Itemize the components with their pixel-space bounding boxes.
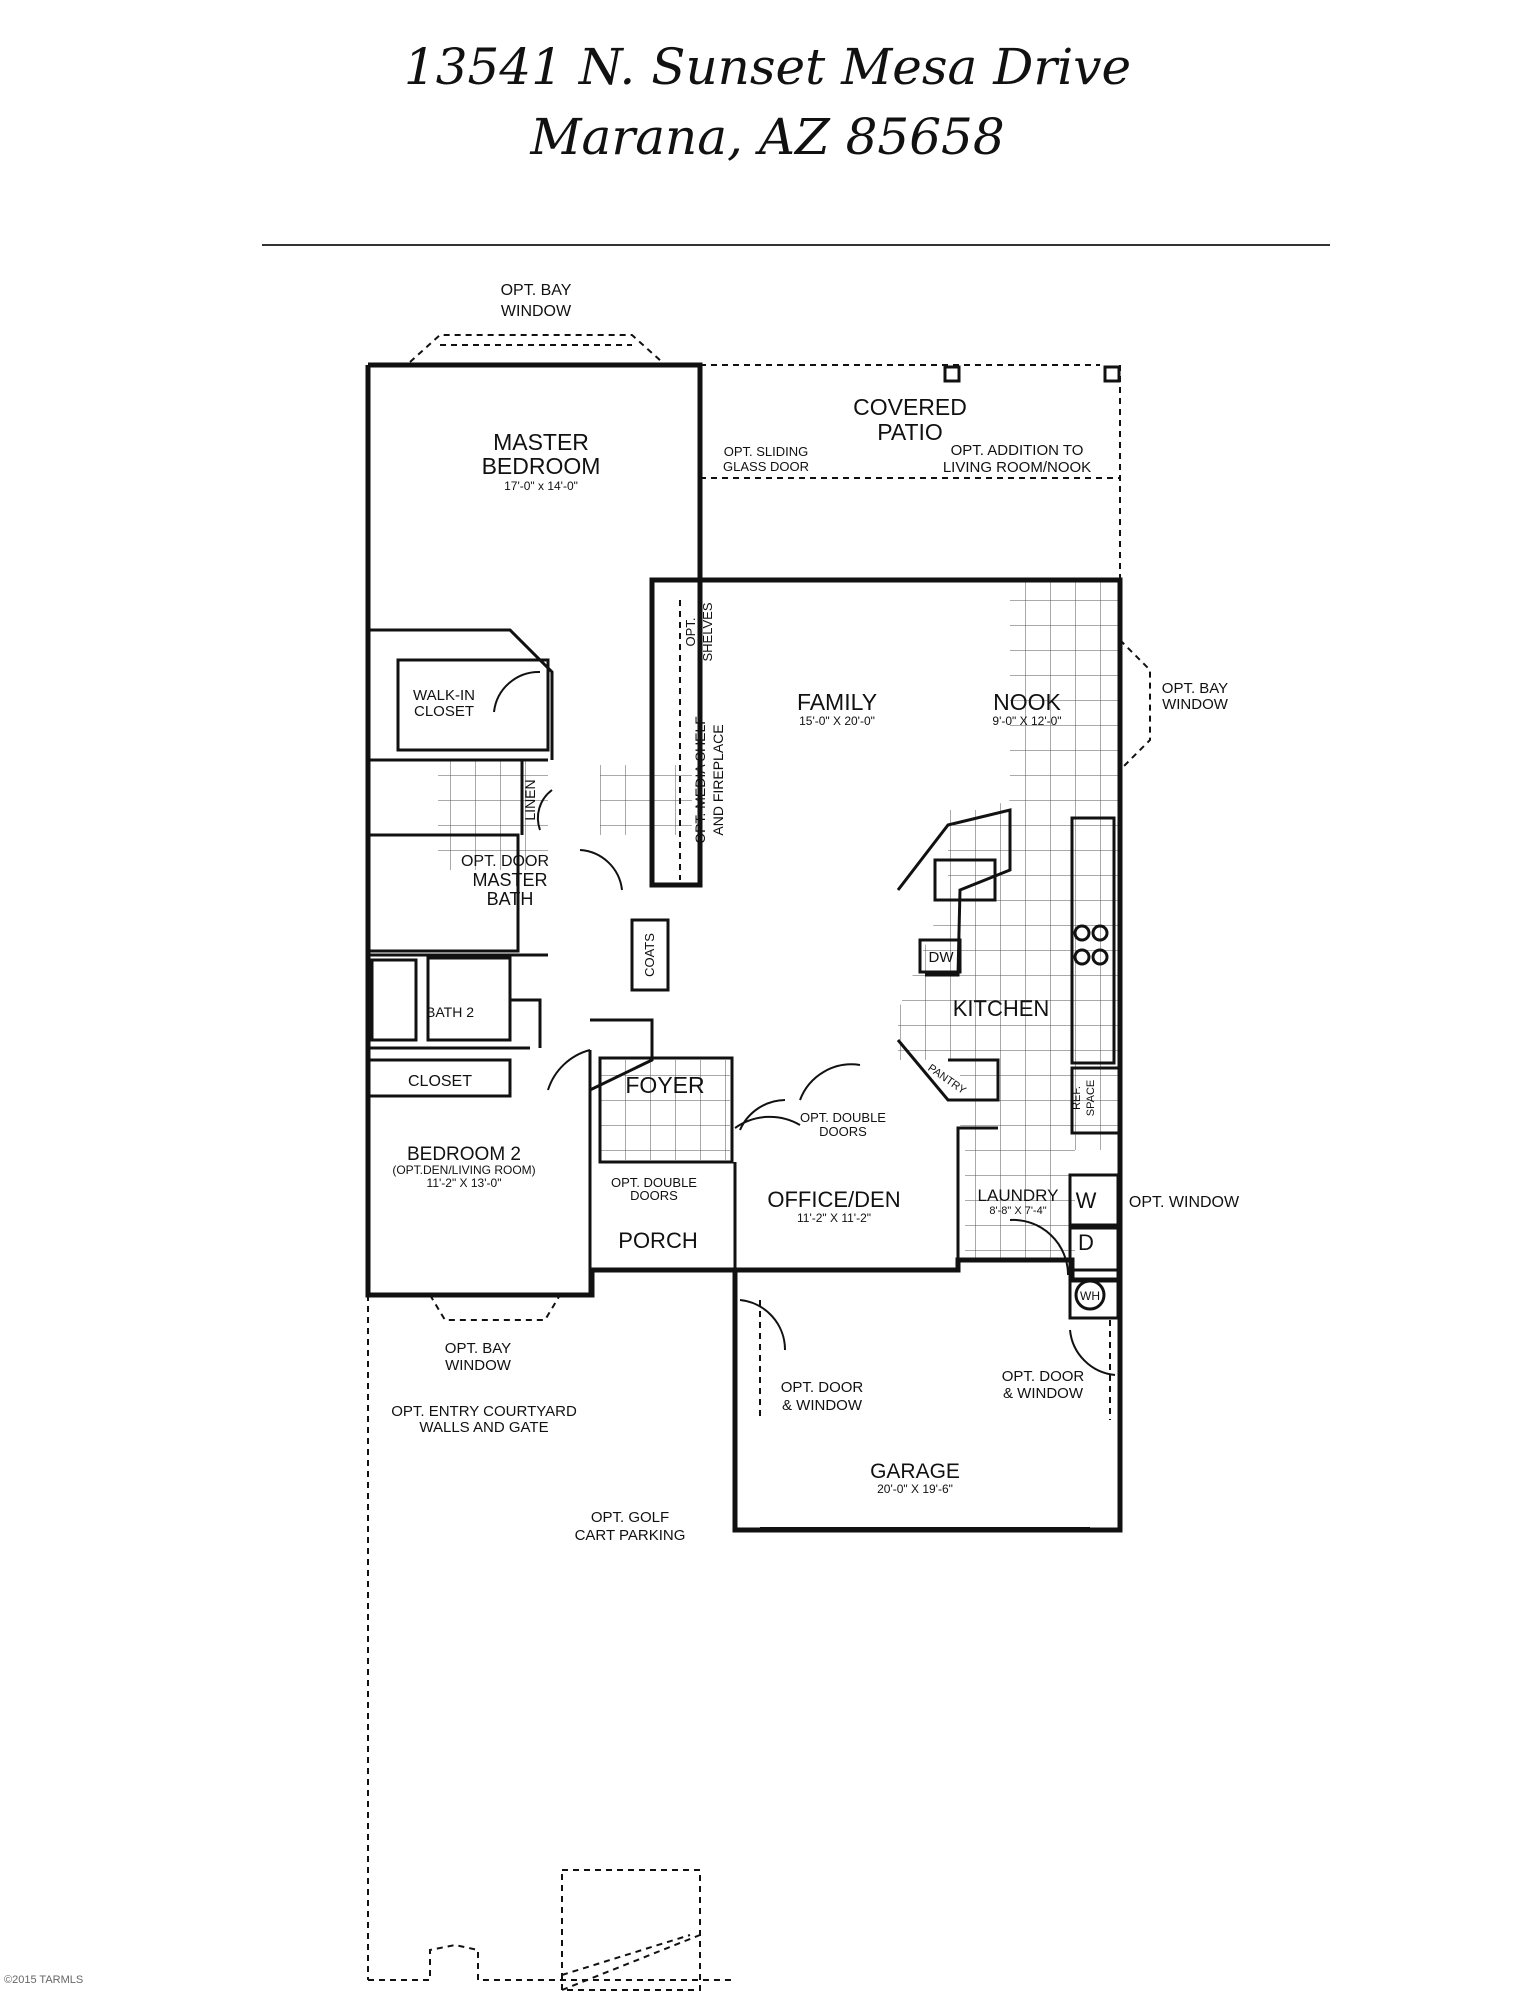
label-opt-golf-cart-1: OPT. GOLF — [591, 1509, 669, 1526]
label-opt-bay-window-top-2: WINDOW — [501, 303, 572, 320]
label-coats: COATS — [642, 933, 657, 977]
label-wh: WH — [1080, 1289, 1100, 1303]
label-opt-bay-window-top-1: OPT. BAY — [501, 282, 572, 299]
label-bedroom2-sub: (OPT.DEN/LIVING ROOM) — [392, 1163, 535, 1177]
label-opt-double-doors-porch-1: OPT. DOUBLE — [611, 1175, 697, 1190]
label-opt-sliding-2: GLASS DOOR — [723, 459, 809, 474]
label-linen: LINEN — [522, 779, 538, 820]
label-walk-in-closet-2: CLOSET — [414, 703, 474, 720]
label-opt-door-window-right-1: OPT. DOOR — [1002, 1368, 1085, 1385]
label-office-dim: 11'-2" X 11'-2" — [797, 1211, 871, 1225]
label-bedroom2-dim: 11'-2" X 13'-0" — [427, 1176, 502, 1190]
label-opt-entry-courtyard-1: OPT. ENTRY COURTYARD — [391, 1403, 577, 1420]
label-garage-dim: 20'-0" X 19'-6" — [877, 1482, 953, 1496]
label-ref-space-2: SPACE — [1085, 1080, 1097, 1116]
label-covered-patio-2: PATIO — [877, 419, 943, 445]
optional-dashed-lines — [367, 334, 1151, 1991]
label-dryer: D — [1078, 1230, 1094, 1255]
label-opt-double-doors-office-2: DOORS — [819, 1124, 867, 1139]
tile-floor — [438, 580, 1118, 1260]
label-bedroom2: BEDROOM 2 — [407, 1144, 521, 1165]
label-opt-media-shelf-2: AND FIREPLACE — [710, 724, 726, 835]
label-laundry-dim: 8'-8" X 7'-4" — [989, 1205, 1046, 1217]
label-family-dim: 15'-0" X 20'-0" — [799, 714, 875, 728]
label-closet: CLOSET — [408, 1073, 472, 1090]
label-opt-addition-2: LIVING ROOM/NOOK — [943, 459, 1091, 476]
copyright-text: ©2015 TARMLS — [4, 1974, 84, 1986]
label-opt-door: OPT. DOOR — [461, 853, 549, 870]
label-opt-bay-window-bottom-2: WINDOW — [445, 1357, 512, 1374]
label-opt-sliding-1: OPT. SLIDING — [724, 444, 809, 459]
label-family: FAMILY — [797, 689, 877, 715]
label-opt-bay-window-right-1: OPT. BAY — [1162, 680, 1228, 697]
label-opt-media-shelf-1: OPT. MEDIA SHELF — [692, 716, 708, 844]
label-opt-bay-window-right-2: WINDOW — [1162, 696, 1229, 713]
label-covered-patio-1: COVERED — [853, 394, 967, 420]
label-opt-door-window-right-2: & WINDOW — [1003, 1385, 1084, 1402]
address-line-2: Marana, AZ 85658 — [530, 108, 1005, 166]
label-opt-double-doors-office-1: OPT. DOUBLE — [800, 1110, 886, 1125]
label-office-den: OFFICE/DEN — [767, 1187, 900, 1212]
label-opt-shelves-2: SHELVES — [700, 602, 715, 661]
label-opt-door-window-left-2: & WINDOW — [782, 1397, 863, 1414]
label-opt-shelves-1: OPT. — [683, 618, 698, 647]
label-master-bedroom-1: MASTER — [493, 429, 589, 455]
label-washer: W — [1076, 1188, 1097, 1213]
patio-column-left — [943, 365, 961, 383]
label-garage: GARAGE — [870, 1460, 960, 1483]
label-laundry: LAUNDRY — [978, 1186, 1059, 1205]
label-porch: PORCH — [618, 1228, 697, 1253]
label-foyer: FOYER — [625, 1072, 704, 1098]
label-master-bath-1: MASTER — [472, 870, 547, 890]
door-swings — [493, 670, 1116, 1376]
label-opt-addition-1: OPT. ADDITION TO — [951, 442, 1084, 459]
label-opt-bay-window-bottom-1: OPT. BAY — [445, 1340, 511, 1357]
label-nook: NOOK — [993, 689, 1061, 715]
header-divider — [262, 244, 1330, 246]
exterior-walls — [365, 362, 1123, 1533]
label-ref-space-1: REF. — [1071, 1086, 1083, 1110]
plan-labels: OPT. BAY WINDOW COVERED PATIO OPT. SLIDI… — [391, 282, 1240, 1544]
label-opt-window: OPT. WINDOW — [1129, 1194, 1240, 1211]
label-opt-double-doors-porch-2: DOORS — [630, 1188, 678, 1203]
label-master-bedroom-dim: 17'-0" x 14'-0" — [504, 479, 578, 493]
label-bath2: BATH 2 — [426, 1004, 474, 1020]
label-nook-dim: 9'-0" X 12'-0" — [992, 714, 1061, 728]
address-line-1: 13541 N. Sunset Mesa Drive — [403, 38, 1132, 96]
patio-column-right — [1103, 365, 1121, 383]
label-master-bedroom-2: BEDROOM — [482, 453, 601, 479]
label-walk-in-closet-1: WALK-IN — [413, 687, 475, 704]
label-opt-door-window-left-1: OPT. DOOR — [781, 1379, 864, 1396]
label-dw: DW — [929, 949, 955, 966]
label-opt-entry-courtyard-2: WALLS AND GATE — [419, 1419, 548, 1436]
label-kitchen: KITCHEN — [953, 996, 1050, 1021]
interior-walls — [366, 628, 1122, 1532]
label-master-bath-2: BATH — [487, 889, 534, 909]
label-opt-golf-cart-2: CART PARKING — [575, 1527, 686, 1544]
